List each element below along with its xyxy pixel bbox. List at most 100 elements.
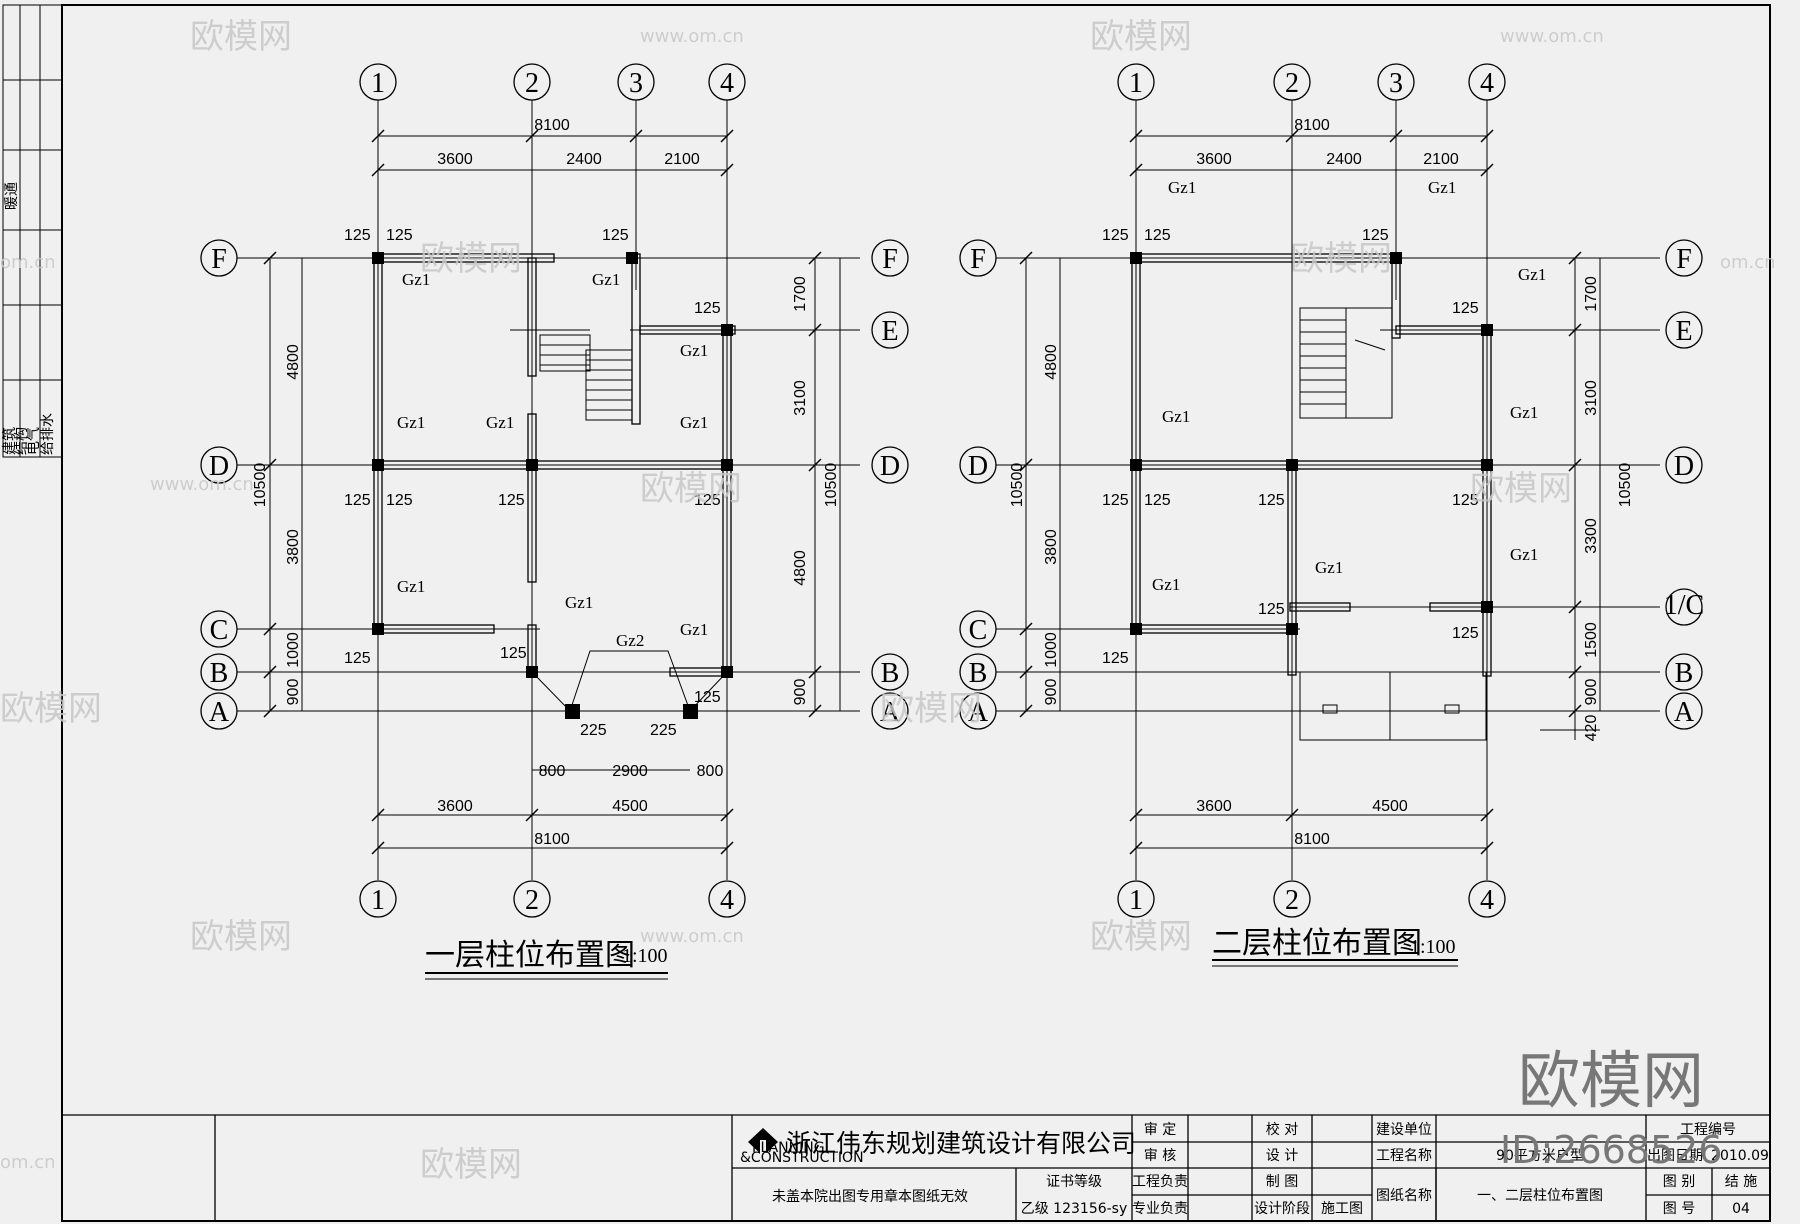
column-label: Gz1 [680,413,708,432]
column-label: Gz1 [680,341,708,360]
column-label: Gz1 [397,577,425,596]
sheet-value: 04 [1732,1201,1750,1217]
drawing-name: 一、二层柱位布置图 [1477,1188,1603,1204]
svg-text:www.om.cn: www.om.cn [1500,26,1604,47]
dim-left-total: 10500 [1009,463,1026,508]
svg-text:欧模网: 欧模网 [420,1145,522,1185]
dim-right-total: 10500 [1617,463,1634,508]
axis-A-right: A [1674,697,1695,728]
column-label: Gz1 [402,270,430,289]
side-plumb: 给排水 [40,413,56,455]
svg-text:欧模网: 欧模网 [1470,469,1572,509]
design-label: 设 计 [1266,1148,1298,1164]
axis-4-bottom: 4 [720,885,734,916]
plan-floor-2 [959,63,1703,918]
column-label: Gz1 [397,413,425,432]
draw-label: 制 图 [1266,1174,1298,1190]
date-label: 出图日期 [1647,1148,1703,1164]
dim-right-ED: 3100 [792,380,809,416]
dim-bay2: 2400 [1326,151,1362,168]
axis-A-left: A [209,697,230,728]
svg-text:om.cn: om.cn [1720,252,1776,273]
company-name: 浙江伟东规划建筑设计有限公司 [786,1129,1136,1158]
column-label: Gz1 [1510,545,1538,564]
check-label: 校 对 [1266,1121,1298,1138]
offset-label: 125 [1102,650,1129,667]
dim-bottom-bay1: 3600 [1196,798,1232,815]
svg-text:欧模网: 欧模网 [1090,17,1192,57]
dim-left-CB: 1000 [285,632,302,668]
offset-label: 125 [694,492,721,509]
svg-text:欧模网: 欧模网 [880,689,982,729]
offset-label: 125 [344,227,371,244]
axis-2-top: 2 [1285,68,1299,99]
watermarks: 欧模网 www.om.cn 欧模网 www.om.cn 欧模网 欧模网 www.… [0,17,1776,1185]
axis-F-right: F [1676,244,1692,275]
offset-label: 125 [1452,300,1479,317]
axis-4-bottom: 4 [1480,885,1494,916]
dim-bay1: 3600 [1196,151,1232,168]
svg-text:PLANNING: PLANNING [752,1140,825,1156]
offset-label: 125 [386,227,413,244]
svg-text:欧模网: 欧模网 [0,689,102,729]
side-hvac: 暖通 [4,182,20,210]
axis-2-bottom: 2 [525,885,539,916]
title-block-text: 浙江伟东规划建筑设计有限公司 未盖本院出图专用章本图纸无效 证书等级 乙级 12… [772,1121,1769,1217]
offset-label: 125 [1144,227,1171,244]
side-elec: 电气 [26,427,42,455]
dim-right-FE: 1700 [792,276,809,312]
dim-right-FE: 1700 [1583,276,1600,312]
stage-value: 施工图 [1321,1201,1363,1217]
dim-left-BA: 900 [285,679,302,706]
offset-label: 125 [1144,492,1171,509]
dim-bay2: 2400 [566,151,602,168]
axis-E-right: E [1675,316,1692,347]
dim-left-FD: 4800 [285,344,302,380]
project-name-label: 工程名称 [1376,1148,1432,1164]
offset-label: 125 [1258,492,1285,509]
svg-text:欧模网: 欧模网 [420,239,522,279]
offset-label: 125 [1362,227,1389,244]
dim-total-top: 8100 [534,117,570,134]
design-stage-label: 设计阶段 [1254,1201,1310,1217]
dim-bay1: 3600 [437,151,473,168]
approve-label: 审 定 [1144,1122,1176,1138]
notice: 未盖本院出图专用章本图纸无效 [772,1188,968,1205]
axis-1-bottom: 1 [1129,885,1143,916]
cert-grade-value: 乙级 123156-sy [1021,1201,1128,1217]
plan-2-title: 二层柱位布置图 [1212,926,1422,961]
offset-label: 125 [1102,492,1129,509]
dim-right-D1C: 3300 [1583,518,1600,554]
plan-2-scale: 1:100 [1410,936,1456,958]
dim-right-BA: 900 [792,679,809,706]
dim-right-1CB: 1500 [1583,622,1600,658]
offset-label: 125 [694,689,721,706]
project-name: 90平方米户型 [1496,1147,1584,1164]
axis-1C-right: 1/C [1664,590,1704,621]
column-label: Gz1 [1168,178,1196,197]
dim-left-FD: 4800 [1043,344,1060,380]
project-lead-label: 工程负责 [1132,1174,1188,1190]
client-label: 建设单位 [1376,1122,1432,1138]
offset-label: 125 [602,227,629,244]
dim-bottom-bay2: 4500 [1372,798,1408,815]
axis-B-right: B [881,658,900,689]
category-value: 结 施 [1725,1174,1757,1190]
axis-F-left: F [970,244,986,275]
axis-2-bottom: 2 [1285,885,1299,916]
axis-B-right: B [1675,658,1694,689]
plan-floor-1-labels: 1 2 3 4 1 2 4 F D C B A F E D B A 8100 3… [209,68,901,980]
axis-F-left: F [211,244,227,275]
axis-D-right: D [880,451,900,482]
dim-bottom-bay1: 3600 [437,798,473,815]
dim-right-DB: 4800 [792,550,809,586]
category-label: 图 别 [1663,1174,1695,1190]
plan-1-scale: 1:100 [622,945,668,967]
side-strip: 暖通 建筑 结构 电气 给排水 [2,4,63,458]
dim-right-ED: 3100 [1583,380,1600,416]
drawing-name-label: 图纸名称 [1376,1188,1432,1204]
dim-left-DC: 3800 [1043,529,1060,565]
offset-label: 125 [694,300,721,317]
sheet-border [61,4,1771,1222]
dim-total-bottom: 8100 [1294,831,1330,848]
